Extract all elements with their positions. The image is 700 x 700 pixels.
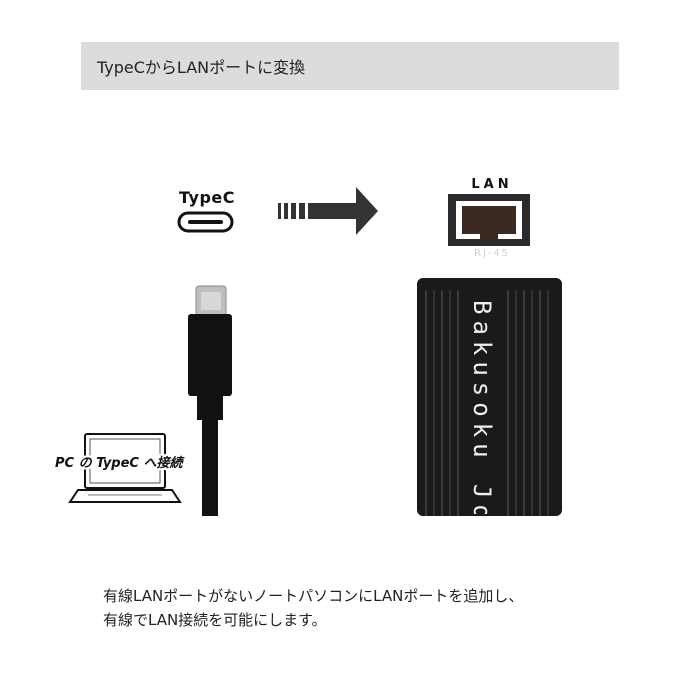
laptop-icon bbox=[68, 433, 182, 503]
pc-connection-note: PC の TypeC へ接続 bbox=[55, 456, 183, 471]
typec-label: TypeC bbox=[179, 188, 235, 207]
lan-port-icon bbox=[448, 194, 530, 246]
lan-adapter bbox=[417, 278, 562, 516]
typec-cable bbox=[188, 285, 232, 516]
header-title: TypeCからLANポートに変換 bbox=[97, 58, 306, 77]
lan-label: LAN bbox=[471, 177, 513, 192]
arrow-icon bbox=[278, 187, 378, 235]
header-bar: TypeCからLANポートに変換 bbox=[81, 42, 619, 90]
description-line-2: 有線でLAN接続を可能にします。 bbox=[103, 611, 327, 629]
device-brand-text: Bakusoku Joho bbox=[466, 300, 500, 514]
description-line-1: 有線LANポートがないノートパソコンにLANポートを追加し、 bbox=[103, 587, 524, 605]
rj45-label: RJ-45 bbox=[474, 248, 510, 259]
description: 有線LANポートがないノートパソコンにLANポートを追加し、 有線でLAN接続を… bbox=[103, 584, 623, 632]
typec-port-icon bbox=[177, 211, 234, 233]
device-brand-label: Bakusoku Joho bbox=[468, 300, 496, 514]
